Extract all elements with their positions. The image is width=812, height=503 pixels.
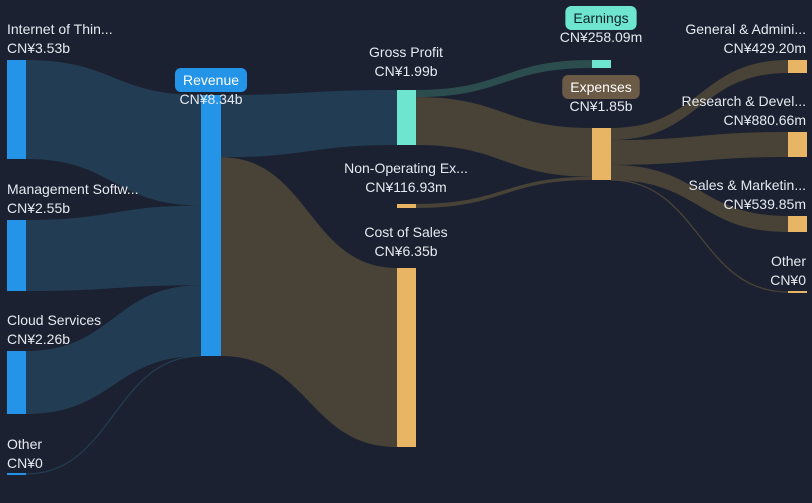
nonop-value: CN¥116.93m (365, 179, 446, 195)
node-cloud (7, 351, 26, 414)
other_out-label: Other (771, 253, 806, 269)
other_out-value: CN¥0 (770, 272, 806, 288)
gross-label: Gross Profit (369, 44, 443, 60)
revenue-label: Revenue (183, 72, 239, 88)
node-expenses (592, 128, 611, 180)
rd-label: Research & Devel... (682, 93, 807, 109)
link-iot-to-revenue (26, 60, 201, 206)
other_in-label: Other (7, 436, 42, 452)
earnings-pill (565, 6, 637, 30)
node-iot (7, 60, 26, 159)
cloud-label: Cloud Services (7, 312, 101, 328)
node-gross (397, 90, 416, 145)
earnings-value: CN¥258.09m (560, 29, 643, 45)
link-cloud-to-revenue (26, 285, 201, 414)
msw-value: CN¥2.55b (7, 200, 70, 216)
revenue-pill (174, 68, 248, 92)
nonop-label: Non-Operating Ex... (344, 160, 468, 176)
msw-label: Management Softw... (7, 181, 139, 197)
other_in-value: CN¥0 (7, 455, 43, 471)
rd-value: CN¥880.66m (724, 112, 807, 128)
node-earnings (592, 60, 611, 68)
link-revenue-to-cos (221, 157, 397, 447)
link-msw-to-revenue (26, 205, 201, 291)
link-revenue-to-gross (221, 90, 397, 158)
link-expenses-to-other_out (610, 179, 789, 293)
expenses-value: CN¥1.85b (569, 98, 632, 114)
node-revenue (201, 95, 221, 356)
link-other_in-to-revenue (25, 355, 202, 475)
gross-value: CN¥1.99b (374, 63, 437, 79)
node-other_in (7, 473, 26, 475)
cos-value: CN¥6.35b (374, 243, 437, 259)
iot-value: CN¥3.53b (7, 40, 70, 56)
cloud-value: CN¥2.26b (7, 331, 70, 347)
ga-value: CN¥429.20m (724, 40, 807, 56)
expenses-pill (562, 75, 640, 99)
link-expenses-to-sm (611, 164, 788, 232)
node-sm (788, 216, 807, 232)
earnings-label: Earnings (573, 10, 628, 26)
expenses-label: Expenses (570, 79, 631, 95)
link-gross-to-expenses (416, 97, 592, 177)
sm-value: CN¥539.85m (724, 196, 807, 212)
node-rd (788, 132, 807, 157)
link-gross-to-earnings (416, 60, 592, 98)
revenue-value: CN¥8.34b (179, 91, 242, 107)
sm-label: Sales & Marketin... (689, 177, 807, 193)
node-cos (397, 268, 416, 447)
link-expenses-to-rd (611, 132, 788, 165)
node-other_out (788, 291, 807, 293)
link-expenses-to-ga (611, 60, 788, 141)
iot-label: Internet of Thin... (7, 21, 113, 37)
node-msw (7, 220, 26, 291)
node-ga (788, 60, 807, 73)
node-nonop (397, 204, 416, 208)
ga-label: General & Admini... (685, 21, 806, 37)
sankey-links (25, 60, 789, 475)
cos-label: Cost of Sales (364, 224, 447, 240)
sankey-nodes (7, 60, 807, 475)
link-nonop-to-expenses (416, 176, 592, 208)
